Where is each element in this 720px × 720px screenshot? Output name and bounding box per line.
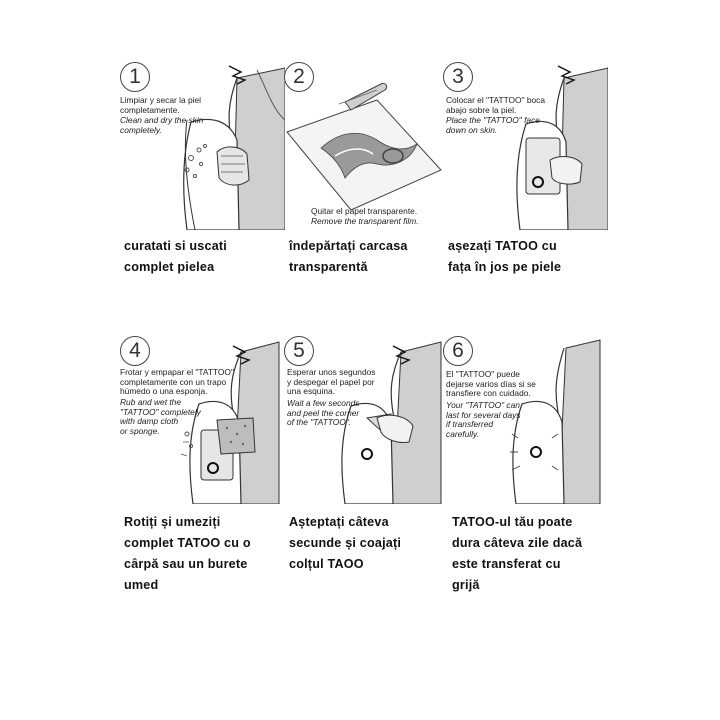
step-5-panel: 5 Esperar unos segundos y despegar el pa… <box>281 334 449 504</box>
step-4-english-text: Rub and wet the "TATTOO" completely with… <box>120 397 201 436</box>
step-2-number: 2 <box>284 62 314 92</box>
step-6-panel: 6 El "TATTOO" puede dejarse varios días … <box>440 334 608 504</box>
step-4-illustration <box>180 341 280 504</box>
step-2-panel: 2 Quitar el papel transparente. Remove t… <box>281 60 449 230</box>
step-2-spanish-text: Quitar el papel transparente. <box>311 206 418 216</box>
step-5-romanian-caption: Așteptați câteva secunde și coajați colț… <box>289 515 402 571</box>
step-6-illustration <box>510 339 601 504</box>
step-1-panel: 1 Limpiar y secar la piel completamente.… <box>117 60 285 230</box>
step-2-illustration <box>286 83 442 211</box>
step-2-romanian-caption: îndepărtați carcasa transparentă <box>289 239 408 274</box>
step-6-spanish-text: El "TATTOO" puede dejarse varios días si… <box>446 369 536 399</box>
step-3-illustration <box>516 65 608 230</box>
step-1-number: 1 <box>120 62 150 92</box>
step-3-english-text: Place the "TATTOO" face down on skin. <box>446 115 540 135</box>
step-1-spanish-text: Limpiar y secar la piel completamente. <box>120 95 201 115</box>
step-4-number: 4 <box>120 336 150 366</box>
step-3-panel: 3 Colocar el "TATTOO" boca abajo sobre l… <box>440 60 608 230</box>
step-3-spanish-text: Colocar el "TATTOO" boca abajo sobre la … <box>446 95 546 115</box>
step-5-spanish-text: Esperar unos segundos y despegar el pape… <box>287 367 376 397</box>
step-1-english-text: Clean and dry the skin completely. <box>120 115 204 135</box>
step-2-english-text: Remove the transparent film. <box>311 216 419 226</box>
step-4-panel: 4 Frotar y empapar el "TATTOO" completam… <box>117 334 285 504</box>
step-3-romanian-caption: așezați TATOO cu fața în jos pe piele <box>448 239 562 274</box>
step-4-romanian-caption: Rotiți și umeziți complet TATOO cu o câr… <box>124 515 251 592</box>
step-3-number: 3 <box>443 62 473 92</box>
step-5-english-text: Wait a few seconds and peel the corner o… <box>287 398 360 428</box>
step-6-romanian-caption: TATOO-ul tău poate dura câteva zile dacă… <box>452 515 583 592</box>
step-4-spanish-text: Frotar y empapar el "TATTOO" completamen… <box>120 367 234 397</box>
step-6-number: 6 <box>443 336 473 366</box>
step-6-english-text: Your "TATTOO" can last for several days … <box>446 400 521 439</box>
step-1-illustration <box>183 65 285 230</box>
step-5-number: 5 <box>284 336 314 366</box>
step-5-illustration <box>341 341 442 504</box>
step-1-romanian-caption: curatati si uscati complet pielea <box>124 239 227 274</box>
